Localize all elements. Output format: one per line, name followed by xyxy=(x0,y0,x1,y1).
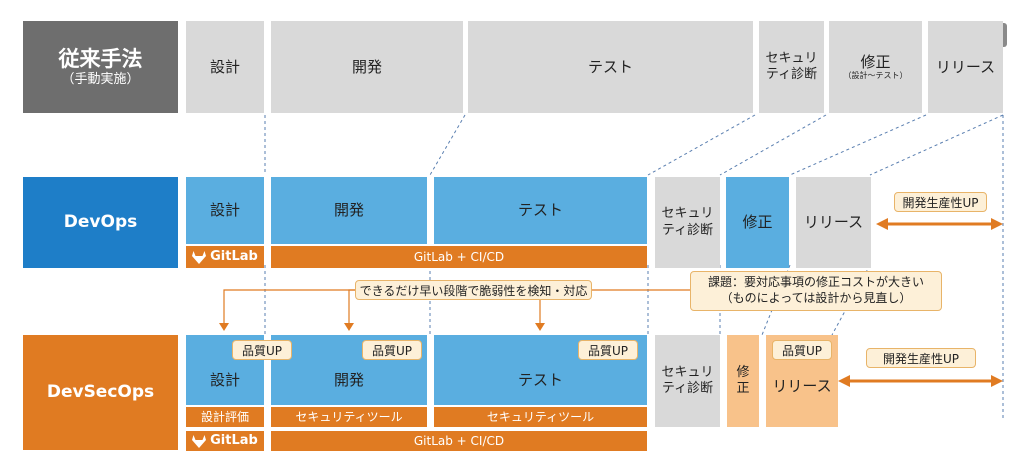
devsecops-security-label: セキュリティ診断 xyxy=(661,364,714,396)
devsecops-test: テスト xyxy=(434,335,647,405)
traditional-security-label: セキュリティ診断 xyxy=(765,50,818,82)
traditional-fix-label: 修正 xyxy=(860,52,891,71)
quality-up-design: 品質UP xyxy=(232,340,292,360)
devsecops-design-eval: 設計評価 xyxy=(186,407,264,427)
devops-gitlab-bar: GitLab + CI/CD xyxy=(271,246,647,268)
devsecops-sec-tool-test: セキュリティツール xyxy=(434,407,647,427)
traditional-design: 設計 xyxy=(186,21,264,113)
traditional-title: 従来手法 （手動実施） xyxy=(23,21,178,113)
devops-security: セキュリティ診断 xyxy=(655,177,720,268)
traditional-dev: 開発 xyxy=(271,21,463,113)
quality-up-release: 品質UP xyxy=(772,340,832,360)
devsecops-fix: 修正 xyxy=(727,335,759,427)
gitlab-fox-icon xyxy=(192,250,207,264)
devsecops-sec-tool-dev: セキュリティツール xyxy=(271,407,427,427)
traditional-fix: 修正 （設計〜テスト） xyxy=(829,21,922,113)
traditional-subtitle: （手動実施） xyxy=(61,72,140,87)
early-detection-callout: できるだけ早い段階で脆弱性を検知・対応 xyxy=(355,280,592,300)
quality-up-test: 品質UP xyxy=(578,340,638,360)
issue-callout-line1: 課題：要対応事項の修正コストが大きい xyxy=(707,275,924,290)
traditional-release: リリース xyxy=(928,21,1003,113)
devops-dev: 開発 xyxy=(271,177,427,244)
devsecops-fix-label: 修正 xyxy=(736,364,750,396)
gitlab-logo-text: GitLab xyxy=(210,432,258,448)
devops-security-label: セキュリティ診断 xyxy=(661,206,714,238)
traditional-title-text: 従来手法 xyxy=(58,46,143,71)
gitlab-logo: GitLab xyxy=(192,249,258,265)
traditional-fix-note: （設計〜テスト） xyxy=(843,71,908,81)
devops-gitlab-logo-box: GitLab xyxy=(186,246,264,268)
devsecops-title: DevSecOps xyxy=(23,335,178,450)
gitlab-fox-icon xyxy=(192,434,207,448)
issue-callout: 課題：要対応事項の修正コストが大きい （ものによっては設計から見直し） xyxy=(690,271,942,311)
issue-callout-line2: （ものによっては設計から見直し） xyxy=(720,291,912,305)
devsecops-gitlab-bar: GitLab + CI/CD xyxy=(271,431,647,451)
devsecops-productivity-label: 開発生産性UP xyxy=(866,348,976,368)
devops-design: 設計 xyxy=(186,177,264,244)
devops-title: DevOps xyxy=(23,177,178,268)
traditional-security: セキュリティ診断 xyxy=(759,21,824,113)
gitlab-logo-text: GitLab xyxy=(210,248,258,264)
devops-fix: 修正 xyxy=(726,177,789,268)
devsecops-gitlab-logo-box: GitLab xyxy=(186,431,264,451)
devops-release: リリース xyxy=(796,177,871,268)
devops-productivity-label: 開発生産性UP xyxy=(894,192,987,212)
devsecops-security: セキュリティ診断 xyxy=(655,335,720,427)
devops-test: テスト xyxy=(434,177,647,244)
traditional-test: テスト xyxy=(468,21,753,113)
gitlab-logo: GitLab xyxy=(192,433,258,449)
quality-up-dev: 品質UP xyxy=(362,340,422,360)
